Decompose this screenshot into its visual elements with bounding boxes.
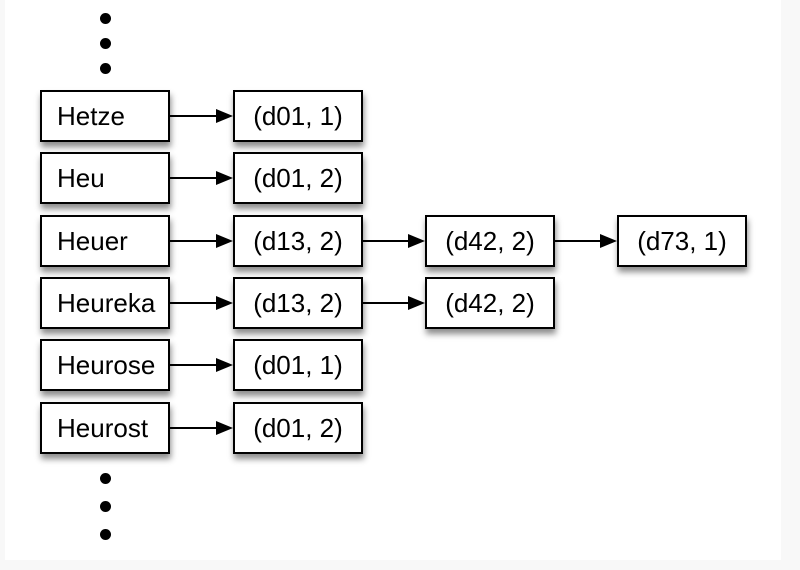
- term-label: Hetze: [57, 100, 125, 131]
- posting-label: (d13, 2): [253, 225, 343, 256]
- term-label: Heurost: [57, 412, 149, 443]
- term-label: Heureka: [57, 287, 156, 318]
- posting-box-heureka-0: (d13, 2): [233, 277, 363, 329]
- ellipsis-bottom-dot-icon: [100, 529, 111, 540]
- posting-box-heu-0: (d01, 2): [233, 152, 363, 204]
- arrow-right-icon: [555, 234, 617, 248]
- posting-label: (d01, 1): [253, 349, 343, 380]
- ellipsis-top-dot-icon: [100, 13, 111, 24]
- ellipsis-bottom-dot-icon: [100, 501, 111, 512]
- ellipsis-top-dot-icon: [100, 63, 111, 74]
- arrow-right-icon: [170, 109, 233, 123]
- posting-box-heurost-0: (d01, 2): [233, 402, 363, 454]
- posting-label: (d73, 1): [637, 225, 727, 256]
- term-label: Heuer: [57, 225, 128, 256]
- arrow-right-icon: [170, 296, 233, 310]
- posting-box-hetze-0: (d01, 1): [233, 90, 363, 142]
- ellipsis-top-dot-icon: [100, 38, 111, 49]
- ellipsis-bottom-dot-icon: [100, 473, 111, 484]
- posting-label: (d13, 2): [253, 287, 343, 318]
- term-box-heuer: Heuer: [40, 215, 170, 267]
- arrow-right-icon: [363, 234, 425, 248]
- term-box-heurose: Heurose: [40, 339, 170, 391]
- posting-label: (d42, 2): [445, 287, 535, 318]
- arrow-right-icon: [170, 171, 233, 185]
- term-label: Heurose: [57, 349, 156, 380]
- term-box-heureka: Heureka: [40, 277, 170, 329]
- term-box-heu: Heu: [40, 152, 170, 204]
- arrow-right-icon: [363, 296, 425, 310]
- posting-label: (d42, 2): [445, 225, 535, 256]
- term-label: Heu: [57, 162, 105, 193]
- posting-label: (d01, 1): [253, 100, 343, 131]
- arrow-right-icon: [170, 421, 233, 435]
- posting-box-heureka-1: (d42, 2): [425, 277, 555, 329]
- arrow-right-icon: [170, 234, 233, 248]
- posting-box-heurose-0: (d01, 1): [233, 339, 363, 391]
- posting-box-heuer-0: (d13, 2): [233, 215, 363, 267]
- posting-label: (d01, 2): [253, 162, 343, 193]
- term-box-hetze: Hetze: [40, 90, 170, 142]
- arrow-right-icon: [170, 358, 233, 372]
- posting-box-heuer-1: (d42, 2): [425, 215, 555, 267]
- term-box-heurost: Heurost: [40, 402, 170, 454]
- posting-box-heuer-2: (d73, 1): [617, 215, 747, 267]
- posting-label: (d01, 2): [253, 412, 343, 443]
